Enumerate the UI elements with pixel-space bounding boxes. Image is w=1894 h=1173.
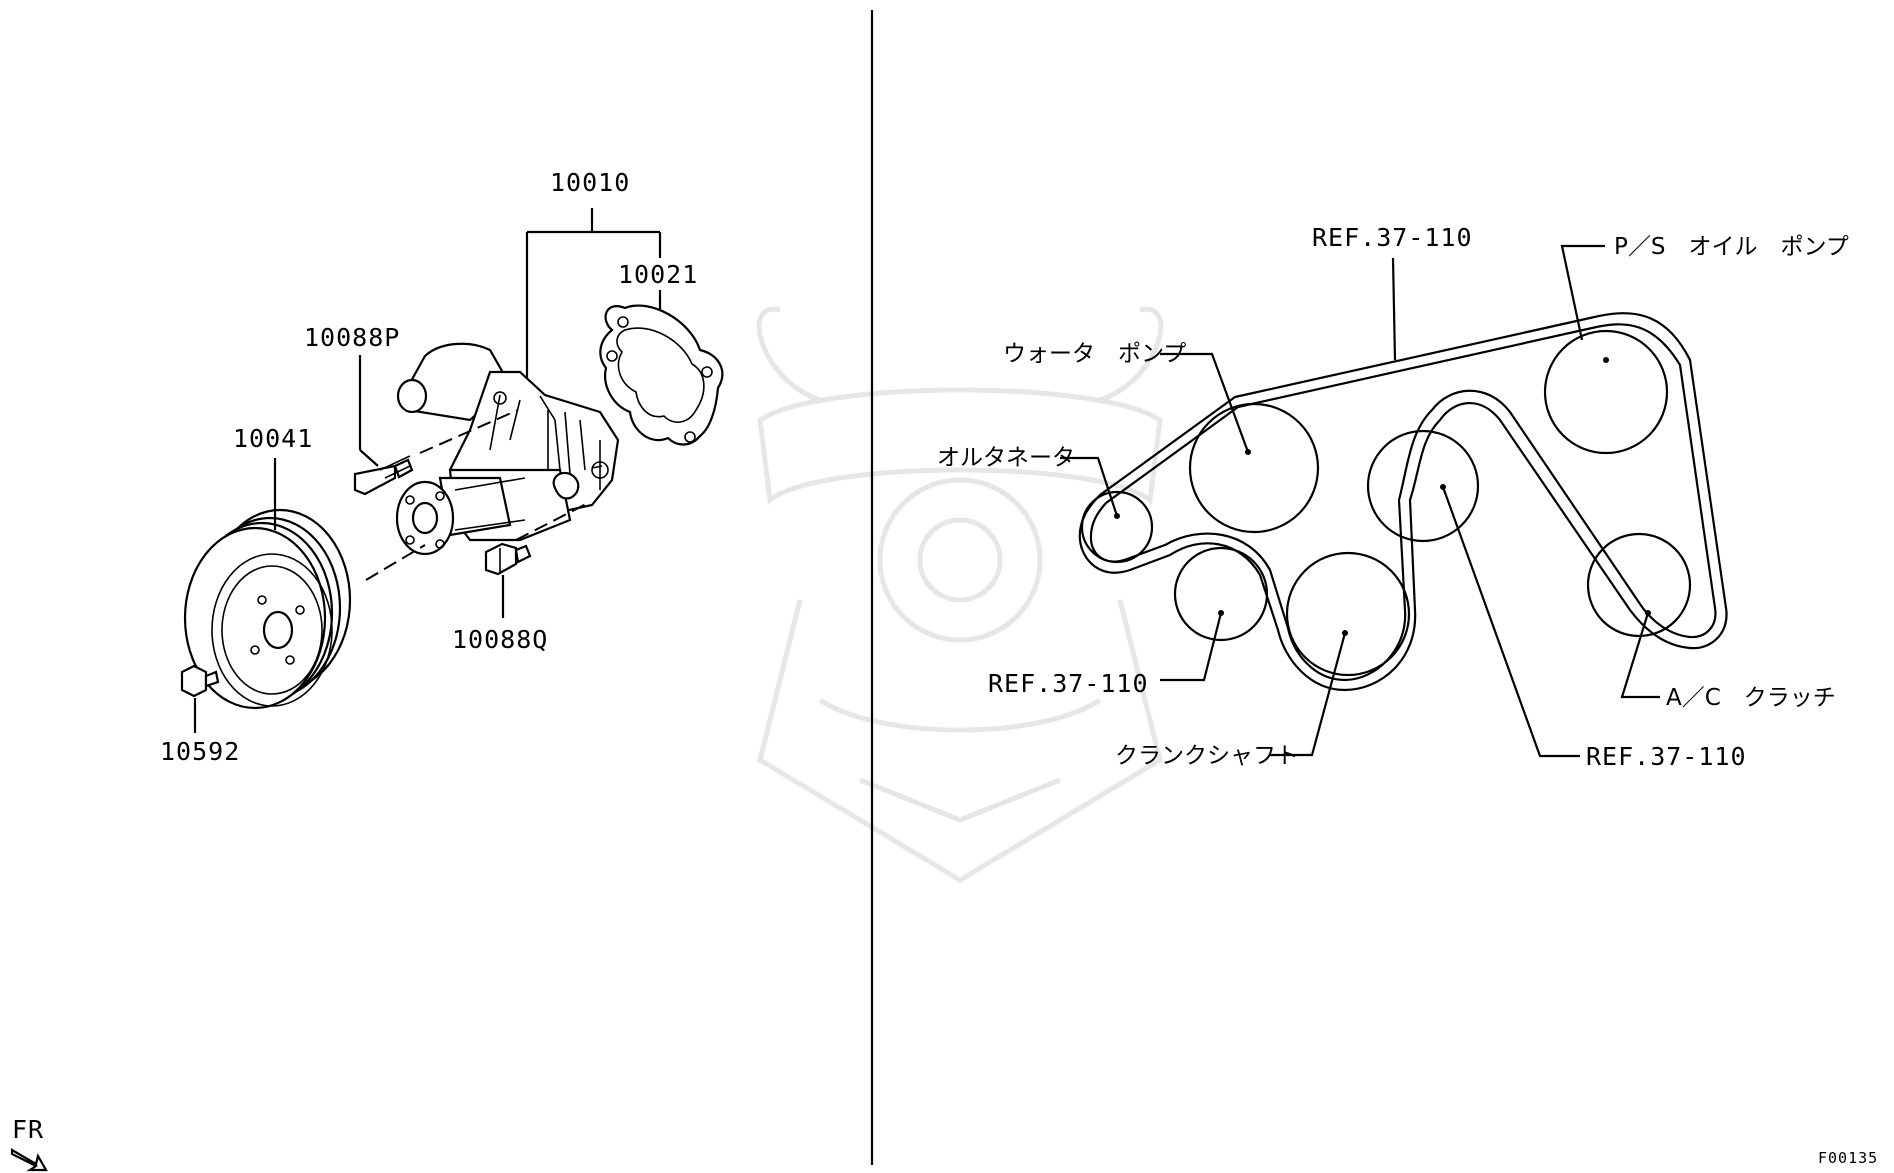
bolt-10088q <box>484 542 532 576</box>
crankshaft-pulley <box>1285 551 1411 677</box>
ps-pump-pulley <box>1543 329 1669 455</box>
leader-ps-pump <box>1560 244 1605 341</box>
leader-10088p-tail <box>359 449 379 467</box>
bolt-10592 <box>180 664 220 698</box>
drive-belt <box>1078 312 1728 692</box>
part-label-10592: 10592 <box>160 737 240 766</box>
figure-code: F00135 <box>1818 1149 1878 1167</box>
leader-crankshaft <box>1270 632 1347 757</box>
direction-arrow-icon <box>10 1148 48 1172</box>
dash-bolt-q <box>515 501 591 541</box>
bolt-10088p <box>353 455 414 496</box>
water-pump-body <box>395 342 620 556</box>
idler-pulley-center <box>1366 429 1480 543</box>
leader-alternator <box>1060 456 1119 517</box>
leader-water-pump <box>1160 352 1250 453</box>
label-tensioner-ref: REF.37-110 <box>1586 742 1747 771</box>
leader-10010 <box>525 208 662 378</box>
dash-pulley <box>365 544 426 581</box>
part-label-10021: 10021 <box>618 260 698 289</box>
part-label-10088q: 10088Q <box>452 625 548 654</box>
leader-belt-ref-top <box>1391 257 1397 361</box>
label-crankshaft: クランクシャフト <box>1115 743 1299 769</box>
leader-idler-ref <box>1160 612 1223 682</box>
belt-ref-top: REF.37-110 <box>1312 223 1473 252</box>
leader-tensioner-ref <box>1441 486 1580 758</box>
part-label-10041: 10041 <box>233 424 313 453</box>
ac-clutch-pulley <box>1586 532 1692 638</box>
part-label-10088p: 10088P <box>304 323 400 352</box>
watermark-emblem-icon <box>756 306 1164 883</box>
leader-ac-clutch <box>1620 612 1660 699</box>
label-water-pump: ウォータ ポンプ <box>1003 341 1186 367</box>
part-label-10010: 10010 <box>550 168 630 197</box>
direction-mark-fr: FR <box>12 1115 44 1144</box>
gasket <box>599 304 724 446</box>
crank-pulley <box>183 508 352 710</box>
idler-pulley-left <box>1173 546 1269 642</box>
label-idler-ref: REF.37-110 <box>988 669 1149 698</box>
label-ps-pump: P／S オイル ポンプ <box>1614 234 1849 260</box>
label-ac-clutch: A／C クラッチ <box>1666 685 1836 711</box>
label-alternator: オルタネータ <box>937 445 1075 471</box>
pulley-centers <box>1114 357 1651 636</box>
dash-bolt-p <box>419 409 519 454</box>
water-pump-pulley <box>1188 402 1320 534</box>
